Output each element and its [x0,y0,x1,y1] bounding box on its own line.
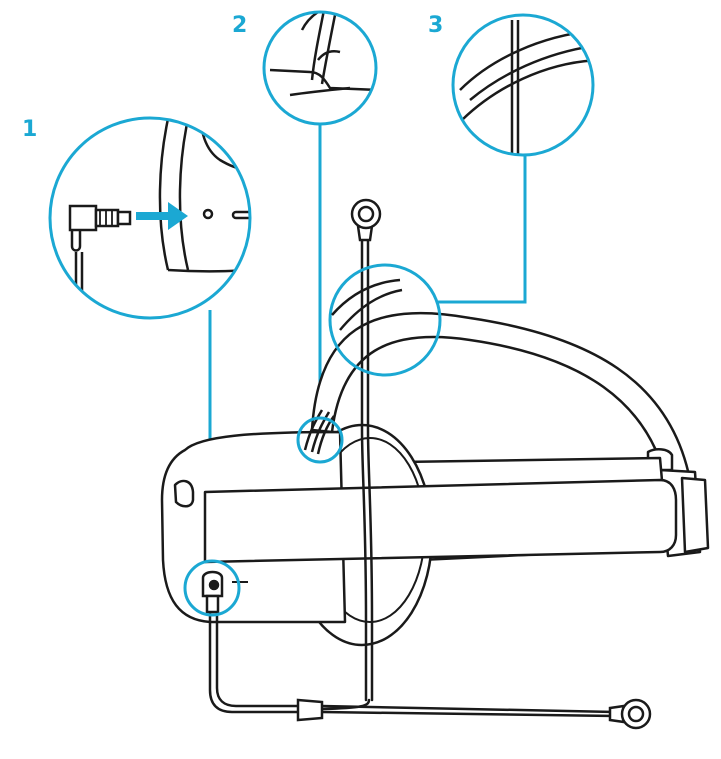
zoom-callout-3 [451,13,595,157]
callout-circle-3 [451,13,595,157]
callout-circle-2 [262,10,378,126]
callout-circle-jack [183,559,241,617]
cable-upper-2 [360,228,368,702]
cable-upper [366,228,374,702]
step-label-1: 1 [22,117,37,142]
step-label-2: 2 [232,13,247,38]
earbud-icon [350,198,652,730]
strap-loop [303,409,336,455]
zoom-callout-1 [48,116,252,320]
zoom-callout-2 [262,10,378,126]
cable-from-jack [208,610,302,714]
callout-circle-loop [296,416,344,464]
step-label-3: 3 [428,13,443,38]
headphone-cables [208,228,617,718]
callout-circle-strap [328,263,442,377]
arrow-right-icon [136,202,188,230]
callout-circle-1 [48,116,252,320]
rear-strap-buckle [680,476,710,554]
cable-upper-join [320,698,371,711]
earbud-lower [608,698,652,730]
jack-port [201,570,248,614]
callout-circles-small [183,263,442,617]
earbud-top [350,198,382,242]
cable-lower-right [320,710,617,718]
vr-headset-icon [160,311,710,647]
strap-detail-main [331,278,403,331]
connector-3 [436,155,527,304]
cable-from-jack-2 [215,610,302,708]
cable-lower-right-2 [320,704,617,714]
visor-button [173,479,195,508]
cable-splitter [296,698,324,722]
side-strap [203,478,678,564]
